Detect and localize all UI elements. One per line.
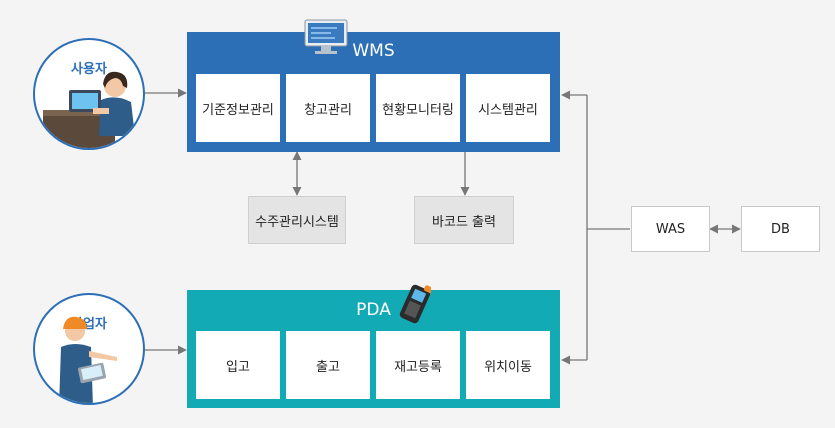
wms-module-warehouse[interactable]: 창고관리 bbox=[286, 74, 370, 142]
monitor-icon bbox=[304, 19, 348, 54]
was-box: WAS bbox=[631, 206, 710, 252]
wms-module-monitoring[interactable]: 현황모니터링 bbox=[376, 74, 460, 142]
pda-title: PDA bbox=[356, 300, 391, 320]
wms-panel: WMS 기준정보관리 창고관리 현황모니터링 시스템관리 bbox=[187, 19, 560, 152]
wms-module-system[interactable]: 시스템관리 bbox=[466, 74, 550, 142]
pda-panel: PDA 입고 출고 재고등록 위치이동 bbox=[187, 284, 560, 408]
barcode-output-box: 바코드 출력 bbox=[414, 196, 514, 244]
worker-with-tablet-icon bbox=[59, 316, 117, 403]
pda-module-outbound[interactable]: 출고 bbox=[286, 331, 370, 399]
db-box: DB bbox=[741, 206, 820, 252]
user-actor: 사용자 bbox=[33, 38, 145, 150]
pda-module-inbound[interactable]: 입고 bbox=[196, 331, 280, 399]
wms-module-basic-info[interactable]: 기준정보관리 bbox=[196, 74, 280, 142]
user-label: 사용자 bbox=[71, 62, 107, 77]
pda-module-relocation[interactable]: 위치이동 bbox=[466, 331, 550, 399]
order-management-system-box: 수주관리시스템 bbox=[248, 196, 346, 244]
user-at-desk-icon bbox=[43, 71, 135, 148]
handheld-scanner-icon bbox=[399, 284, 431, 324]
pda-module-stock-register[interactable]: 재고등록 bbox=[376, 331, 460, 399]
worker-actor: 작업자 bbox=[33, 293, 145, 405]
wms-title: WMS bbox=[352, 41, 395, 61]
